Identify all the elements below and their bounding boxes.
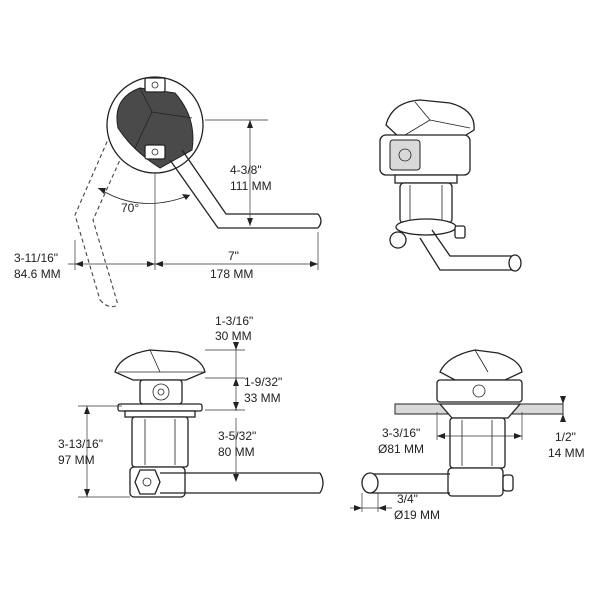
front-view: 1-3/16" 30 MM 1-9/32" 33 MM 3-5/32" 80 M… [58,314,324,498]
handle-solid [169,149,322,229]
swung-handle-dashed [74,134,129,308]
body-mm-label: 80 MM [218,445,255,459]
total-in-label: 3-13/16" [58,437,103,451]
isometric-view [379,99,522,272]
height-mm-label: 111 MM [230,179,272,193]
top-view: 70° 4-3/8" 111 MM 7" 178 MM 3-11/16" 84.… [14,76,322,308]
pipe-in-label: 3/4" [397,492,418,506]
length-mm-label: 178 MM [210,267,253,281]
deck-in-label: 1/2" [555,430,576,444]
side-view: 3-3/16" Ø81 MM 1/2" 14 MM 3/4" Ø19 MM [350,349,585,522]
total-mm-label: 97 MM [58,453,95,467]
offset-mm-label: 84.6 MM [14,267,61,281]
upper-in-label: 1-9/32" [244,375,282,389]
body-in-label: 3-5/32" [218,429,256,443]
length-in-label: 7" [228,249,239,263]
deck-mm-label: 14 MM [548,446,585,460]
swing-arc [97,187,191,204]
pipe-mm-label: Ø19 MM [394,508,440,522]
diameter-mm-label: Ø81 MM [378,442,424,456]
cap-in-label: 1-3/16" [215,314,253,328]
offset-in-label: 3-11/16" [14,251,58,265]
swing-angle-label: 70° [121,201,139,215]
valve-head-top [106,76,204,174]
cap-mm-label: 30 MM [215,329,252,343]
upper-mm-label: 33 MM [244,391,281,405]
diameter-in-label: 3-3/16" [382,426,420,440]
height-in-label: 4-3/8" [230,163,262,177]
